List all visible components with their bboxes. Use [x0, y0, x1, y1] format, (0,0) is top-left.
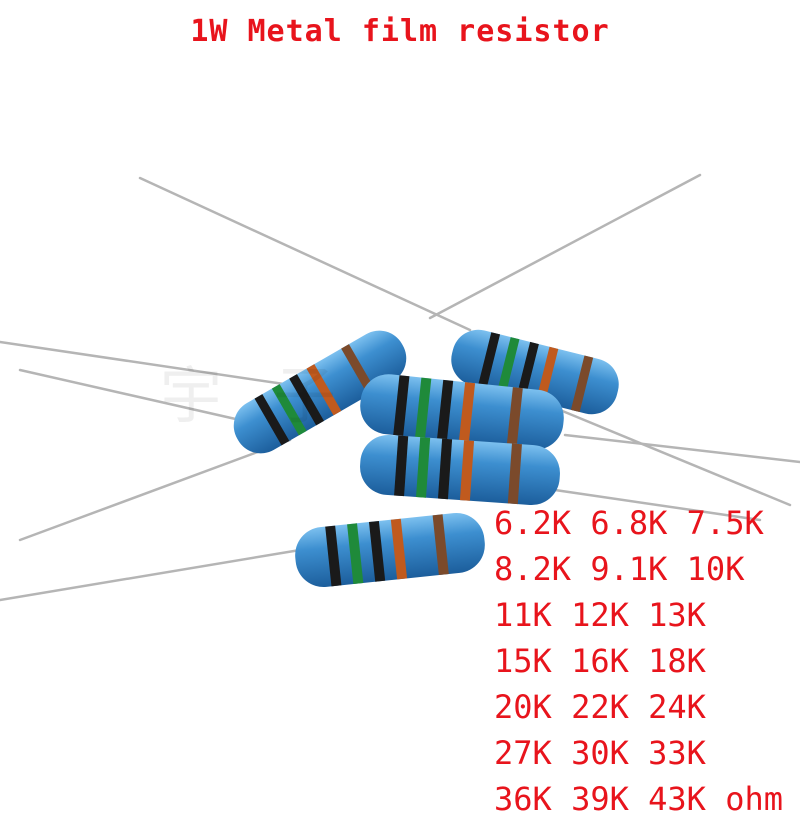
lead-wire [18, 438, 292, 542]
lead-wire [0, 548, 302, 602]
product-title: 1W Metal film resistor [190, 14, 610, 49]
values-line: 27K 30K 33K [494, 734, 706, 772]
resistors-photo [0, 173, 800, 602]
lead-wire [553, 488, 762, 522]
values-line: 20K 22K 24K [494, 688, 706, 726]
values-line: 36K 39K 43K ohm [494, 780, 783, 818]
values-line: 11K 12K 13K [494, 596, 706, 634]
resistor [451, 329, 619, 415]
lead-wire [558, 408, 792, 507]
resistor [360, 434, 560, 506]
resistance-values: 6.2K 6.8K 7.5K 8.2K 9.1K 10K 11K 12K 13K… [494, 500, 800, 822]
lead-wire [138, 176, 472, 332]
lead-wire [428, 173, 702, 320]
resistor [233, 330, 407, 454]
lead-wire [18, 368, 242, 422]
values-line: 6.2K 6.8K 7.5K [494, 504, 764, 542]
resistor [295, 513, 485, 587]
values-line: 15K 16K 18K [494, 642, 706, 680]
values-line: 8.2K 9.1K 10K [494, 550, 745, 588]
lead-wire [563, 433, 800, 464]
watermark: 宇 子 [160, 359, 352, 432]
resistor [360, 374, 564, 450]
